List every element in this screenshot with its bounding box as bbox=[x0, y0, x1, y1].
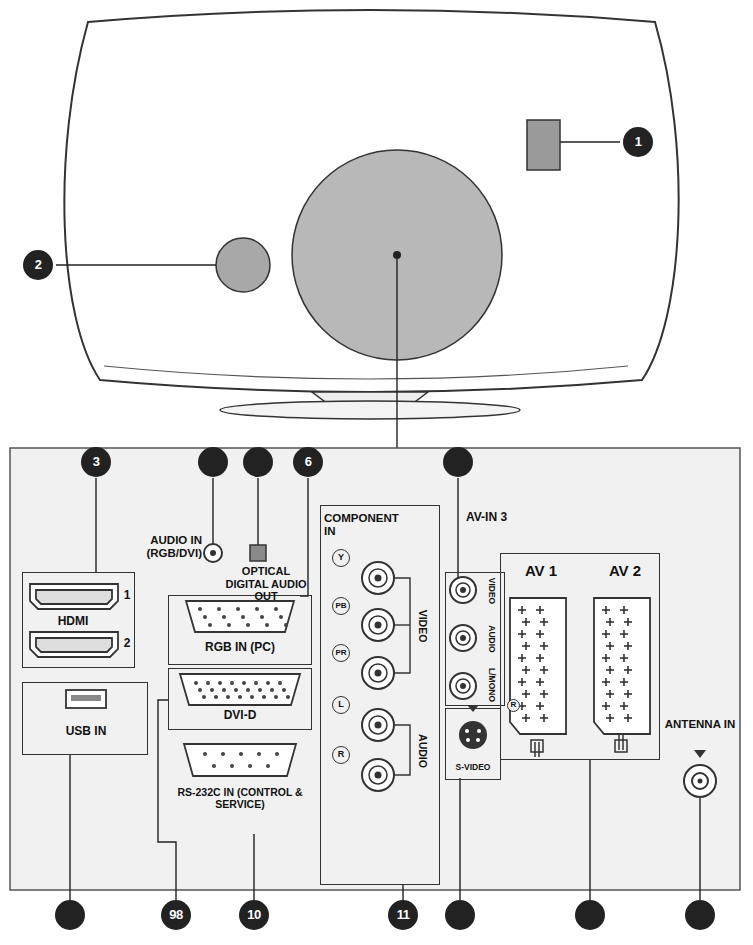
port-label: DVI-D bbox=[171, 709, 309, 723]
port-label: AUDIO IN (RGB/DVI) bbox=[98, 534, 202, 560]
usb-group: USB IN bbox=[22, 682, 148, 755]
back-panel bbox=[10, 448, 740, 890]
callout-number: 3 bbox=[81, 447, 111, 477]
side-panel bbox=[527, 120, 560, 170]
power-cord-socket bbox=[216, 238, 270, 292]
port-label: COMPONENT IN bbox=[324, 512, 400, 538]
rca-jack bbox=[450, 577, 476, 699]
usb-port bbox=[66, 690, 106, 708]
s-video-group: S-VIDEO bbox=[445, 708, 501, 780]
signal-name: L/MONO bbox=[485, 663, 499, 707]
optical-port bbox=[250, 545, 266, 561]
port-label: AV-IN 3 bbox=[466, 511, 538, 525]
port-number: 1 bbox=[121, 589, 133, 603]
port-label: OPTICAL DIGITAL AUDIO OUT bbox=[224, 565, 308, 603]
leader-lines bbox=[70, 478, 700, 900]
signal-name: AUDIO bbox=[485, 617, 499, 661]
pin-letter: PR bbox=[332, 644, 350, 662]
port-label: HDMI bbox=[43, 615, 103, 629]
port-label: AV 1 bbox=[509, 562, 573, 579]
rgb-group: RGB IN (PC) bbox=[168, 595, 312, 665]
port-label: S-VIDEO bbox=[447, 763, 499, 773]
callout-number: 2 bbox=[23, 250, 53, 280]
port-label: ANTENNA IN bbox=[664, 718, 736, 731]
hdmi-group: HDMI bbox=[22, 572, 135, 668]
d-sub-connector bbox=[180, 601, 300, 776]
dvi-group: DVI-D bbox=[168, 668, 312, 730]
marker bbox=[468, 706, 478, 712]
callout-number: 1 bbox=[623, 127, 653, 157]
signal-name: AUDIO bbox=[416, 723, 430, 779]
tv-rim bbox=[104, 366, 628, 379]
marker bbox=[694, 750, 706, 758]
pin-letter: Y bbox=[332, 549, 350, 567]
callout-dot bbox=[55, 447, 715, 930]
stand-base bbox=[220, 401, 520, 419]
av-in-3-group: AV-IN 3VIDEOAUDIOL/MONO bbox=[445, 572, 505, 706]
audio-jack bbox=[204, 544, 222, 562]
rca-jack bbox=[362, 562, 394, 791]
pin-letter: R bbox=[332, 746, 350, 764]
callout-number: 11 bbox=[388, 900, 418, 930]
hdmi-port bbox=[30, 584, 118, 657]
port-label: RS-232C IN (CONTROL & SERVICE) bbox=[176, 786, 304, 810]
port-number: 2 bbox=[121, 637, 133, 651]
signal-name: VIDEO bbox=[485, 569, 499, 613]
leader-dot bbox=[393, 251, 401, 259]
port-label: RGB IN (PC) bbox=[171, 641, 309, 655]
tv-back bbox=[64, 10, 678, 392]
pin-letter: PB bbox=[332, 597, 350, 615]
scart-group: AV 1 AV 2 bbox=[500, 553, 660, 760]
callout-number: 98 bbox=[161, 900, 191, 930]
antenna-jack bbox=[684, 765, 716, 797]
pin-letter: R bbox=[507, 699, 520, 712]
scart-socket bbox=[510, 598, 650, 734]
callout-number: 10 bbox=[239, 900, 269, 930]
bracket bbox=[394, 578, 410, 775]
connector-pins bbox=[194, 607, 290, 768]
callout-number: 6 bbox=[293, 447, 323, 477]
s-video-port bbox=[459, 721, 487, 749]
scart-symbol bbox=[531, 735, 627, 757]
port-label: AV 2 bbox=[593, 562, 657, 579]
signal-name: VIDEO bbox=[416, 598, 430, 654]
component-group: COMPONENT IN Y PB PR L R VIDEO AUDIO bbox=[320, 505, 440, 885]
port-label: USB IN bbox=[43, 725, 129, 739]
scart-pins bbox=[518, 606, 632, 722]
pin-letter: L bbox=[332, 696, 350, 714]
